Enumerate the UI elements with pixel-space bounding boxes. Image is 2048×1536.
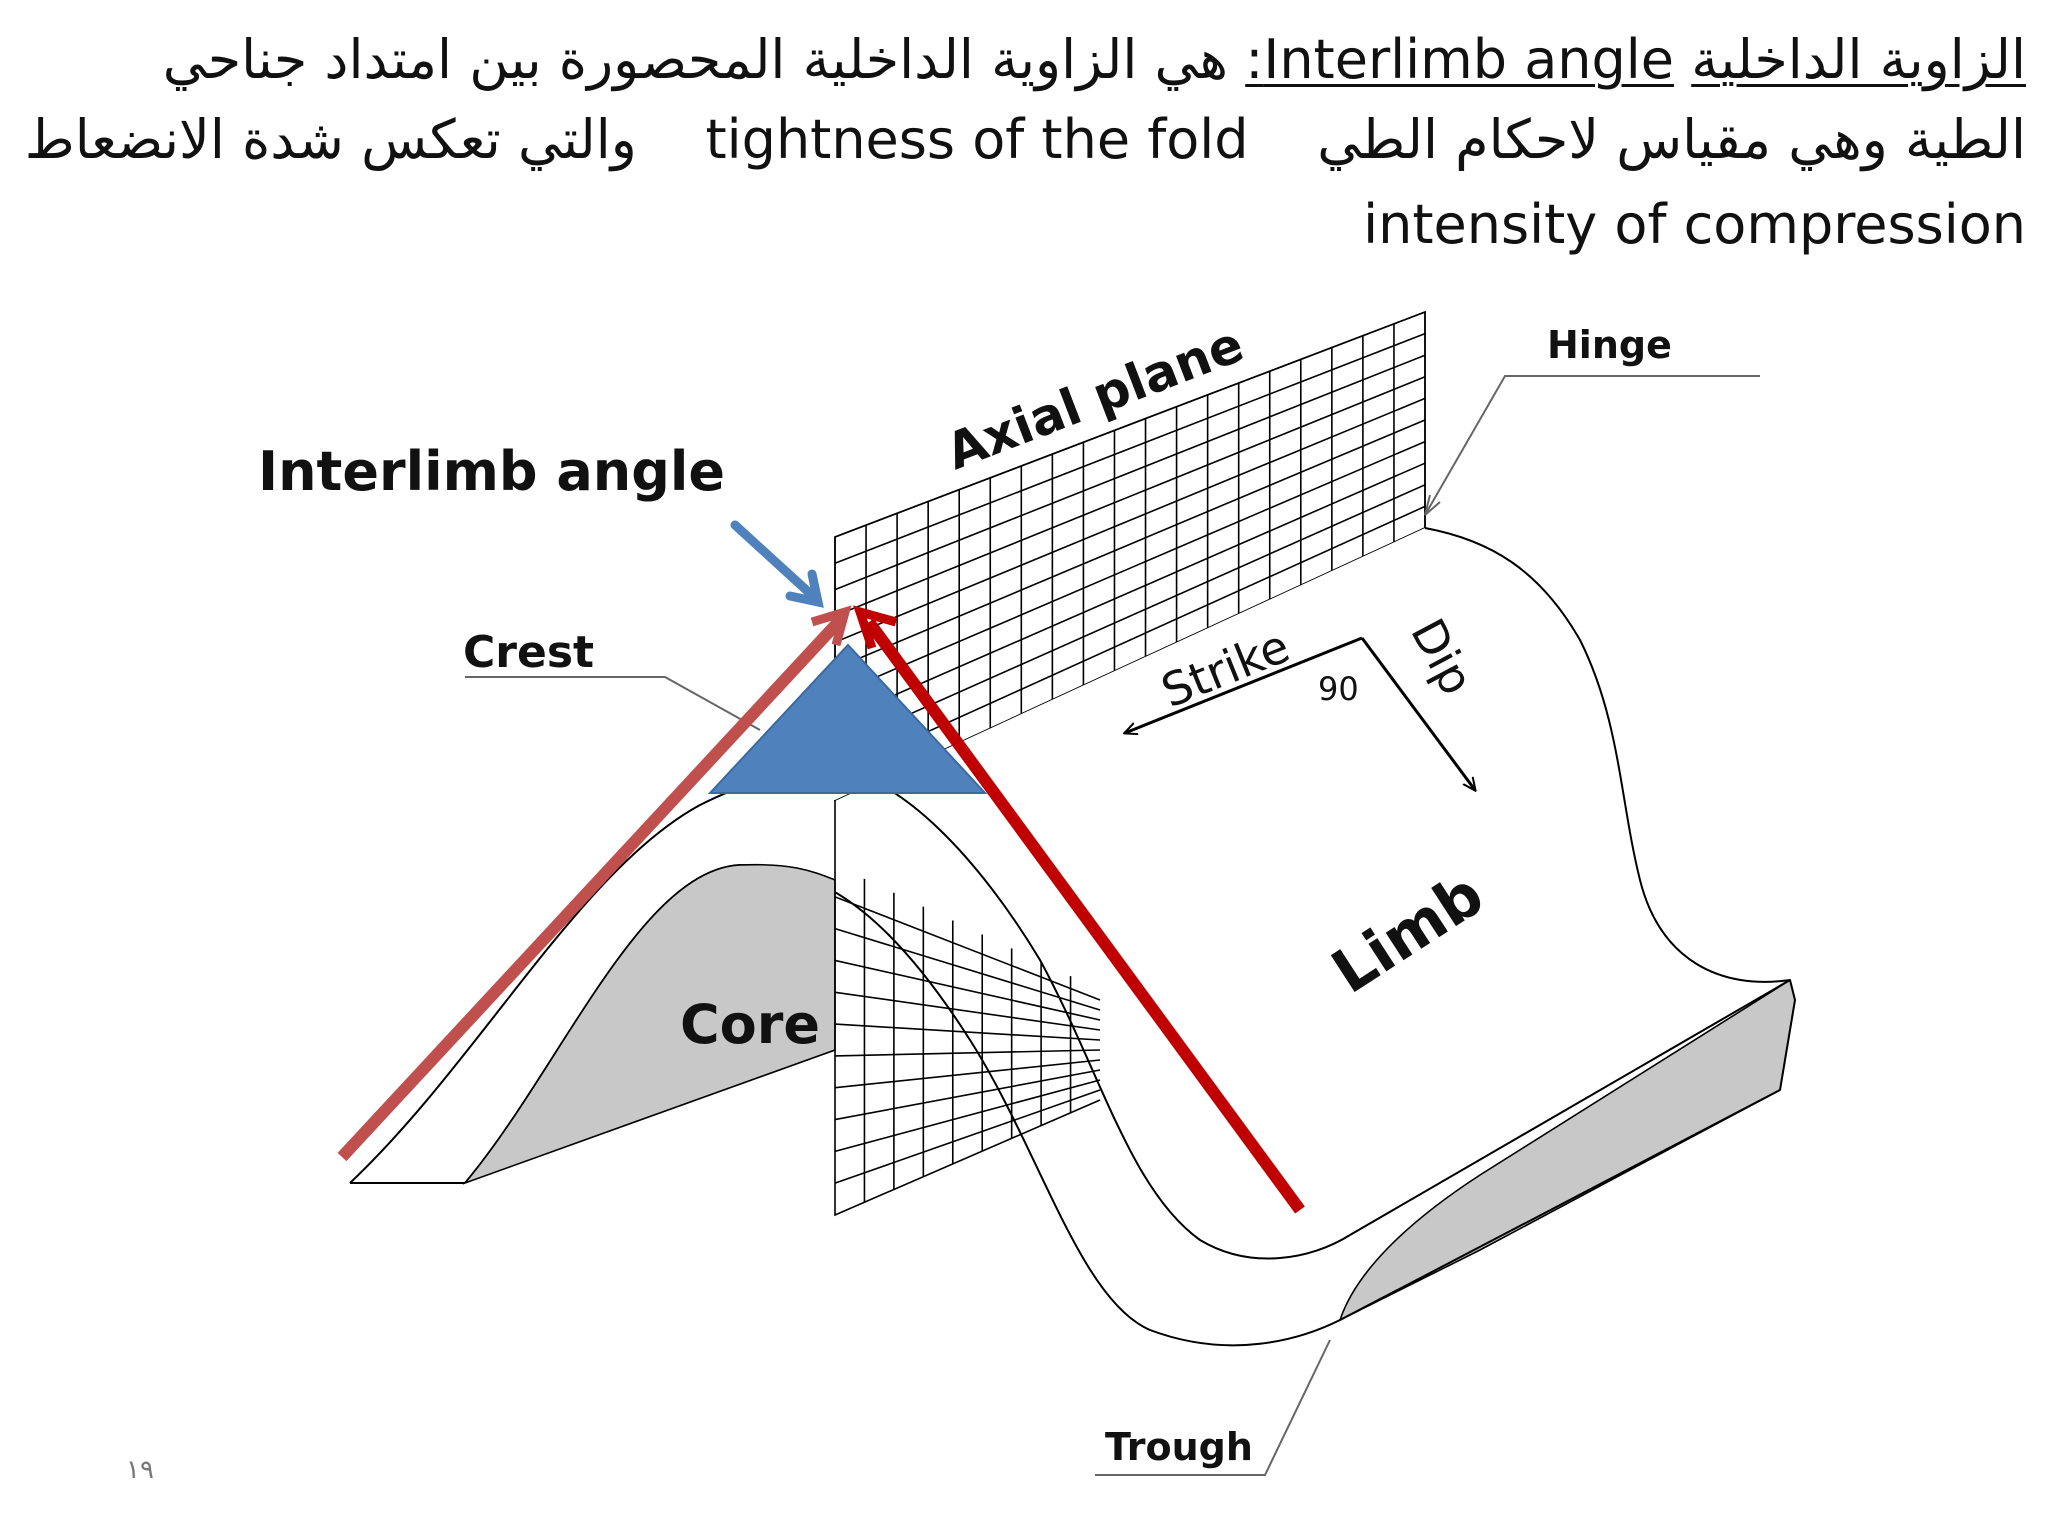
grid-line bbox=[834, 505, 1426, 775]
trough-label: Trough bbox=[1105, 1425, 1253, 1469]
grid-line bbox=[834, 397, 1426, 643]
grid-line bbox=[834, 1079, 1101, 1153]
term-english: Interlimb angle bbox=[1263, 28, 1675, 91]
axial-plane-lower-grid bbox=[834, 800, 1101, 1217]
crest-leader bbox=[465, 676, 761, 731]
grid-line bbox=[834, 332, 1426, 565]
grid-line bbox=[834, 440, 1426, 696]
term-colon: : bbox=[1245, 28, 1264, 91]
grid-line bbox=[834, 896, 1101, 1001]
page-number: ١٩ bbox=[126, 1455, 154, 1485]
grid-line bbox=[834, 1023, 1101, 1041]
tightness-english: tightness of the fold bbox=[705, 108, 1249, 171]
strike-dip-symbol bbox=[1125, 636, 1475, 790]
grid-line bbox=[834, 462, 1426, 722]
trough-leader bbox=[1095, 1339, 1331, 1476]
grid-line bbox=[834, 1059, 1101, 1089]
grid-line bbox=[834, 1089, 1101, 1184]
interlimb-triangle bbox=[707, 643, 988, 794]
compression-arabic: والتي تعكس شدة الانضعاط bbox=[24, 108, 637, 171]
definition-text: هي الزاوية الداخلية المحصورة بين امتداد … bbox=[162, 28, 1246, 91]
angle-90-label: 90 bbox=[1318, 670, 1359, 708]
definition-line-3: intensity of compression bbox=[1363, 193, 2026, 256]
grid-line bbox=[834, 354, 1426, 591]
hinge-leader bbox=[1424, 375, 1760, 516]
blue-arrow-icon bbox=[730, 520, 824, 608]
term-arabic: الزاوية الداخلية bbox=[1691, 28, 2026, 91]
grid-line bbox=[834, 419, 1426, 670]
grid-line bbox=[834, 376, 1426, 617]
hinge-label: Hinge bbox=[1547, 323, 1672, 367]
grid-line bbox=[834, 1069, 1101, 1121]
tightness-arabic: الطية وهي مقياس لاحكام الطي bbox=[1317, 108, 2026, 171]
crest-label: Crest bbox=[463, 627, 594, 678]
grid-line bbox=[834, 1049, 1101, 1057]
grid-line bbox=[834, 959, 1101, 1021]
limb-extension-lines bbox=[337, 605, 1305, 1214]
core-label: Core bbox=[680, 993, 820, 1056]
grid-line bbox=[834, 991, 1101, 1031]
definition-line-1: الزاوية الداخلية Interlimb angle: هي الز… bbox=[163, 33, 2026, 87]
grid-line bbox=[834, 927, 1101, 1011]
fold-surface bbox=[349, 527, 1797, 1347]
interlimb-angle-label: Interlimb angle bbox=[258, 440, 725, 503]
definition-line-2: الطية وهي مقياس لاحكام الطي tightness of… bbox=[25, 113, 2026, 167]
